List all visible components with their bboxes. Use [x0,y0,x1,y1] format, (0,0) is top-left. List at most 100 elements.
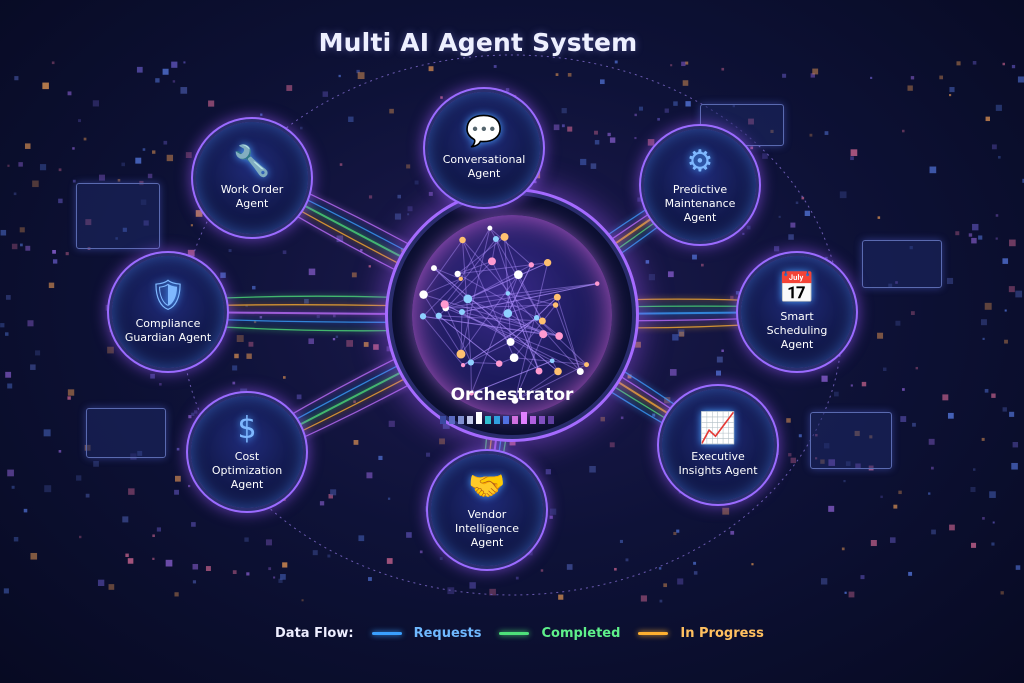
particle [67,389,75,396]
globe-link [445,307,587,366]
particle [360,249,363,252]
particle [594,130,598,135]
particle [187,484,191,488]
globe-link [461,283,598,313]
particle [58,450,62,453]
particle [828,505,835,512]
particle [1011,462,1018,470]
globe-link [423,294,462,355]
particle [721,349,724,353]
particle [939,75,944,80]
particle [397,194,402,199]
particle [600,416,605,422]
agent-node[interactable]: ⚙Predictive Maintenance Agent [644,129,756,241]
globe-link [504,236,519,275]
globe-link [433,267,559,372]
particle [428,191,433,196]
legend-swatch-completed [499,632,530,635]
agent-node[interactable]: 🛡Compliance Guardian Agent [112,256,224,368]
particle [400,248,405,252]
particle [1008,286,1015,293]
globe-link [433,267,540,372]
particle [928,438,935,445]
particle [929,166,937,174]
particle [280,574,286,580]
bar-chart-growth-icon: 📈 [699,411,737,446]
particle [246,353,252,359]
agent-node[interactable]: 💬Conversational Agent [428,92,540,204]
particle [870,76,873,79]
meter-bar [494,416,500,424]
particle [25,245,31,251]
particle [487,451,491,455]
agent-label: Conversational Agent [442,153,526,180]
globe-link [423,278,462,296]
shield-check-icon: 🛡 [148,278,188,313]
particle [253,320,257,324]
particle [685,61,689,65]
particle [970,486,976,493]
particle [995,237,998,240]
globe-link [470,362,472,394]
particle [555,73,559,76]
particle [67,91,72,96]
globe-link [507,312,544,335]
particle [220,272,226,278]
particle [991,393,996,398]
particle [5,295,11,300]
particle [898,490,902,495]
particle [23,508,28,513]
particle [190,224,193,227]
particle [620,416,624,420]
particle [716,356,723,363]
particle [995,214,999,217]
particle [931,466,934,470]
particle [682,80,689,86]
particle [58,198,63,204]
meter-bar [548,416,554,424]
particle [1004,339,1008,344]
particle [513,94,517,98]
particle [185,152,192,159]
particle [1002,258,1009,264]
particle [860,575,865,580]
agent-node[interactable]: 📈Executive Insights Agent [662,389,774,501]
particle [406,164,411,169]
particle [278,578,283,583]
particle [83,137,87,141]
particle [877,332,884,339]
agent-node[interactable]: 🔧Work Order Agent [196,122,308,234]
particle [946,277,954,285]
particle [657,117,660,121]
particle [387,497,391,500]
particle [773,246,780,252]
meter-bar [449,416,455,424]
globe-link [514,371,559,401]
particle [730,295,734,300]
particle [978,235,983,240]
globe-link [433,267,559,372]
particle [13,536,19,542]
particle [880,495,883,499]
globe-node [500,232,509,241]
particle [540,569,544,572]
agent-node[interactable]: 📅Smart Scheduling Agent [741,256,853,368]
particle [358,535,365,542]
agent-node[interactable]: $Cost Optimization Agent [191,396,303,508]
particle [425,506,431,512]
particle [419,550,423,554]
globe-link [491,261,509,294]
particle [824,131,829,135]
particle [18,162,23,167]
orchestrator-node[interactable] [392,195,632,435]
particle [635,341,641,348]
globe-node [538,317,546,325]
agent-node[interactable]: 🤝Vendor Intelligence Agent [431,454,543,566]
particle [11,243,18,250]
particle [1011,64,1016,69]
particle [150,373,155,379]
legend-swatch-requests [371,632,402,635]
particle [693,571,698,575]
particle [191,412,195,416]
particle [429,122,435,127]
